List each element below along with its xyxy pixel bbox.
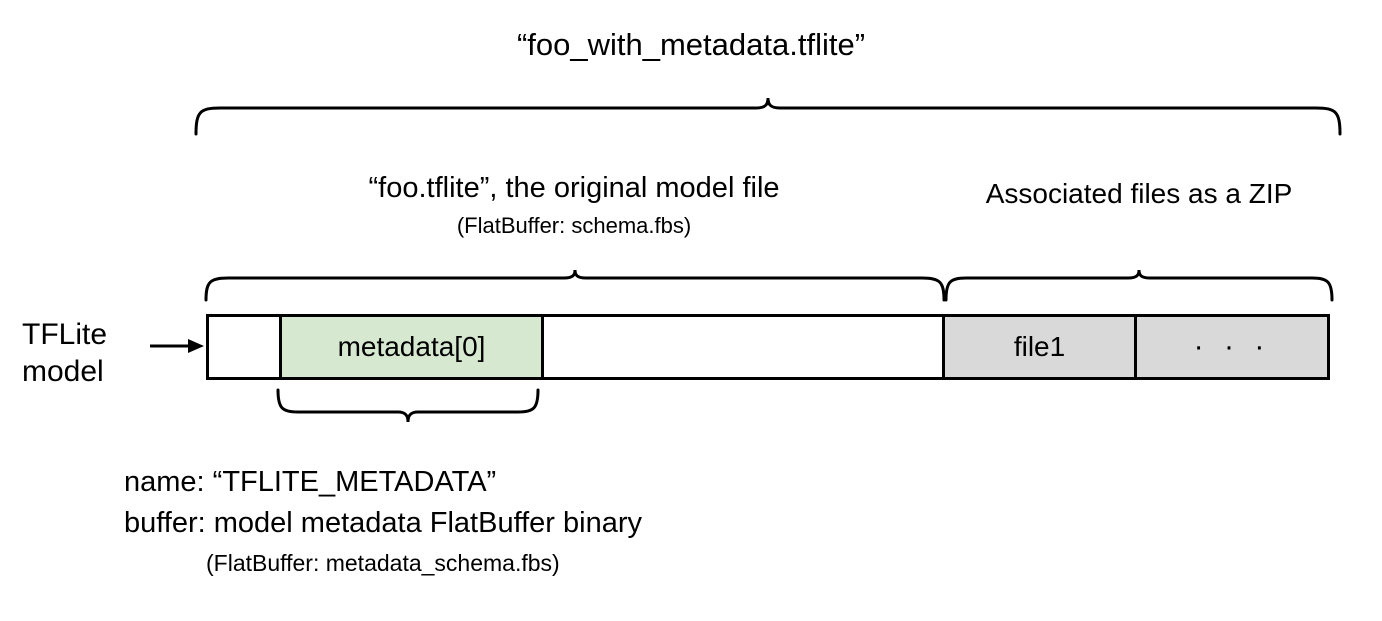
bar-cell-file1: file1 <box>942 317 1134 377</box>
group-label-model-file: “foo.tflite”, the original model file <box>368 172 780 204</box>
right-arrow-icon <box>150 339 204 353</box>
group-label-zip: Associated files as a ZIP <box>985 178 1293 209</box>
bar-cell-body <box>541 317 942 377</box>
brace-zip <box>944 269 1334 302</box>
diagram-title: “foo_with_metadata.tflite” <box>516 27 866 62</box>
annotation-name: name: “TFLITE_METADATA” <box>124 466 497 498</box>
brace-model-file <box>204 269 946 302</box>
bar-cell-file1-label: file1 <box>1013 331 1066 362</box>
annotation-buffer: buffer: model metadata FlatBuffer binary <box>124 507 642 539</box>
bar-cell-more: · · · <box>1134 317 1327 377</box>
tflite-model-bar: metadata[0] file1 · · · <box>206 314 1330 380</box>
bar-cell-head <box>209 317 279 377</box>
group-sublabel-model-file: (FlatBuffer: schema.fbs) <box>456 213 692 238</box>
bar-cell-metadata-label: metadata[0] <box>337 331 486 362</box>
left-label-tflite-model: TFLite model <box>22 318 108 388</box>
brace-metadata <box>276 388 540 423</box>
brace-whole-file <box>194 97 1342 136</box>
bar-cell-more-label: · · · <box>1193 330 1271 363</box>
bar-cell-metadata: metadata[0] <box>279 317 541 377</box>
annotation-schema: (FlatBuffer: metadata_schema.fbs) <box>206 550 560 576</box>
